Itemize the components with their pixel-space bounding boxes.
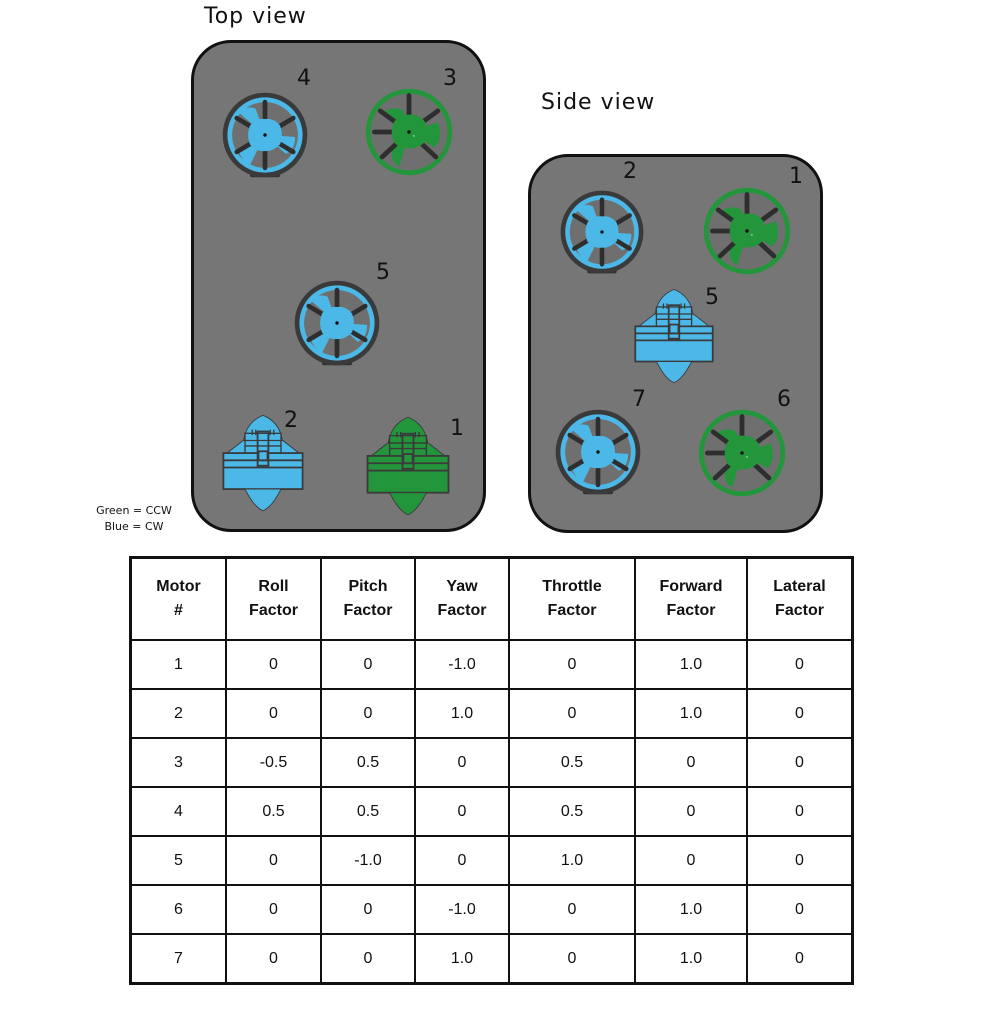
rotation-legend: Green = CCW Blue = CW <box>76 503 192 535</box>
fan-cw-icon <box>290 276 384 370</box>
top-label-3: 3 <box>443 66 457 91</box>
side-label-2: 2 <box>623 159 637 184</box>
side-label-6: 6 <box>777 387 791 412</box>
top-thruster-5 <box>290 276 384 370</box>
side-view-title: Side view <box>541 90 656 115</box>
top-label-1: 1 <box>450 416 464 441</box>
fan-ccw-icon <box>361 84 457 180</box>
fan-cw-icon <box>551 405 645 499</box>
top-label-2: 2 <box>284 408 298 433</box>
side-thruster-6 <box>694 405 790 501</box>
top-thruster-1 <box>362 413 454 519</box>
side-label-7: 7 <box>632 387 646 412</box>
top-label-5: 5 <box>376 260 390 285</box>
side-thruster-1 <box>699 183 795 279</box>
side-thruster-ccw-icon <box>362 413 454 519</box>
fan-ccw-icon <box>699 183 795 279</box>
legend-blue: Blue = CW <box>104 520 164 533</box>
side-label-5: 5 <box>705 285 719 310</box>
top-thruster-4 <box>218 88 312 182</box>
header-motor: Motor# <box>129 556 227 641</box>
top-view-title: Top view <box>204 4 307 29</box>
legend-green: Green = CCW <box>96 504 172 517</box>
side-thruster-2 <box>556 186 648 278</box>
fan-ccw-icon <box>694 405 790 501</box>
side-label-1: 1 <box>789 164 803 189</box>
top-thruster-3 <box>361 84 457 180</box>
fan-cw-icon <box>556 186 648 278</box>
fan-cw-icon <box>218 88 312 182</box>
top-label-4: 4 <box>297 66 311 91</box>
side-thruster-7 <box>551 405 645 499</box>
